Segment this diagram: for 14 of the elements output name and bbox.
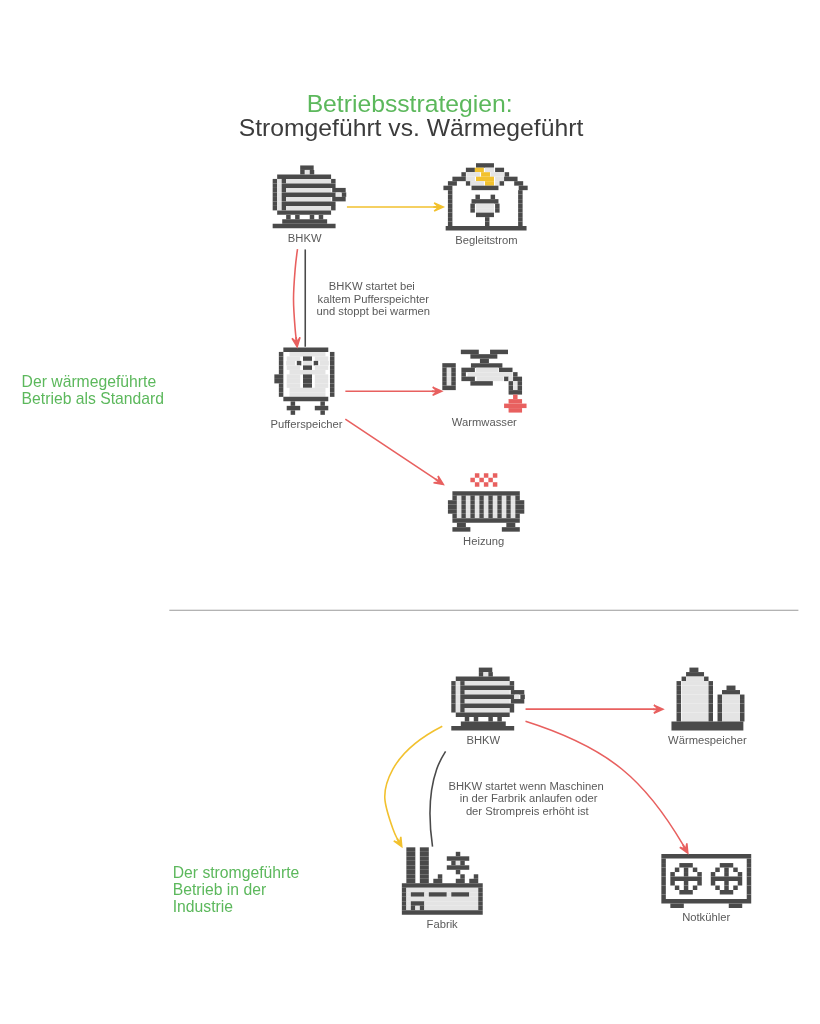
node-label: BHKW <box>287 231 322 244</box>
diagram-title: Betriebsstrategien: Stromgeführt vs. Wärmegeführt <box>238 89 584 142</box>
edge-label: BHKW startet bei kaltem Pufferspeichter und stoppt bei warmen <box>316 280 430 317</box>
node-label: Wärmespeicher <box>668 733 747 746</box>
node-label: Notkühler <box>682 911 731 924</box>
node-label: Pufferspeicher <box>270 418 343 431</box>
node-label: Heizung <box>463 535 505 548</box>
node-label: Fabrik <box>426 918 458 931</box>
edge-label: BHKW startet wenn Maschinen in der Farbrik anlaufen oder der Strompreis erhöht ist <box>448 780 604 817</box>
label: Der wärmegeführte Betrieb als Standard <box>21 372 165 407</box>
node-label: Warmwasser <box>451 416 517 429</box>
label: Der stromgeführte Betrieb in der Industrie <box>172 864 300 916</box>
node-label: BHKW <box>466 733 501 746</box>
node-label: Begleitstrom <box>455 234 518 247</box>
